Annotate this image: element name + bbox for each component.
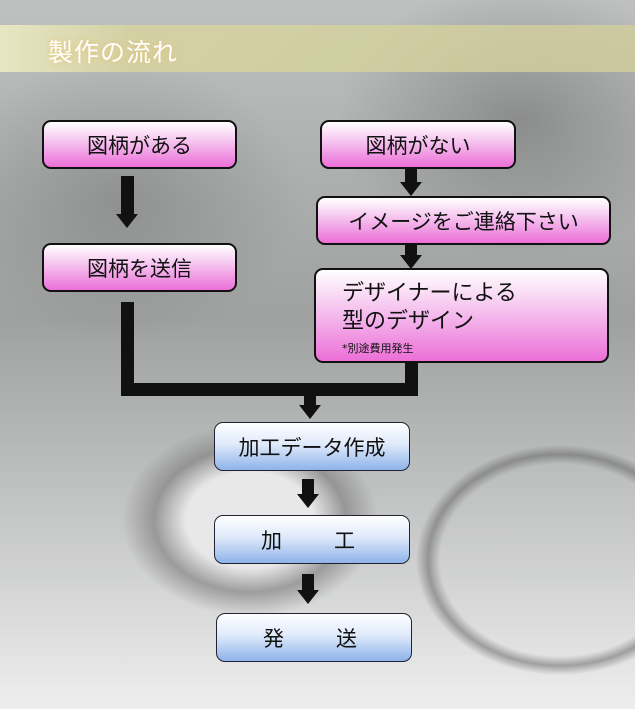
arrow-head-icon	[400, 182, 422, 196]
arrow-head-icon	[297, 494, 319, 508]
step-contact: イメージをご連絡下さい	[316, 196, 611, 245]
step-data-creation: 加工データ作成	[214, 422, 410, 471]
step-label: 工	[334, 528, 355, 553]
connector	[121, 302, 134, 396]
step-send-design: 図柄を送信	[42, 243, 237, 292]
arrow-head-icon	[400, 255, 422, 269]
step-no-design: 図柄がない	[320, 120, 516, 169]
arrow-head-icon	[299, 405, 321, 419]
step-designer: デザイナーによる 型のデザイン *別途費用発生	[314, 268, 609, 363]
connector	[405, 169, 417, 183]
step-label: 送	[336, 626, 357, 651]
connector	[121, 383, 418, 396]
step-label: 図柄がない	[365, 133, 471, 158]
step-label: デザイナーによる	[342, 281, 517, 306]
title-banner: 製作の流れ	[0, 25, 635, 72]
extra-cost-note: *別途費用発生	[342, 342, 414, 355]
step-label: 加	[261, 528, 282, 553]
connector	[302, 574, 314, 592]
connector	[405, 245, 417, 257]
arrow-head-icon	[297, 590, 319, 604]
connector	[121, 176, 134, 216]
step-label: 型のデザイン	[342, 309, 475, 334]
step-processing: 加工	[214, 515, 410, 564]
connector	[304, 393, 316, 407]
connector	[302, 479, 314, 495]
step-label: 発	[263, 626, 284, 651]
step-label: イメージをご連絡下さい	[348, 209, 579, 234]
step-shipping: 発送	[216, 613, 412, 662]
connector	[405, 363, 418, 396]
step-has-design: 図柄がある	[42, 120, 237, 169]
arrow-head-icon	[116, 214, 138, 228]
page-title: 製作の流れ	[48, 38, 179, 67]
step-label: 加工データ作成	[238, 435, 386, 460]
step-label: 図柄を送信	[87, 256, 192, 281]
step-label: 図柄がある	[87, 133, 192, 158]
